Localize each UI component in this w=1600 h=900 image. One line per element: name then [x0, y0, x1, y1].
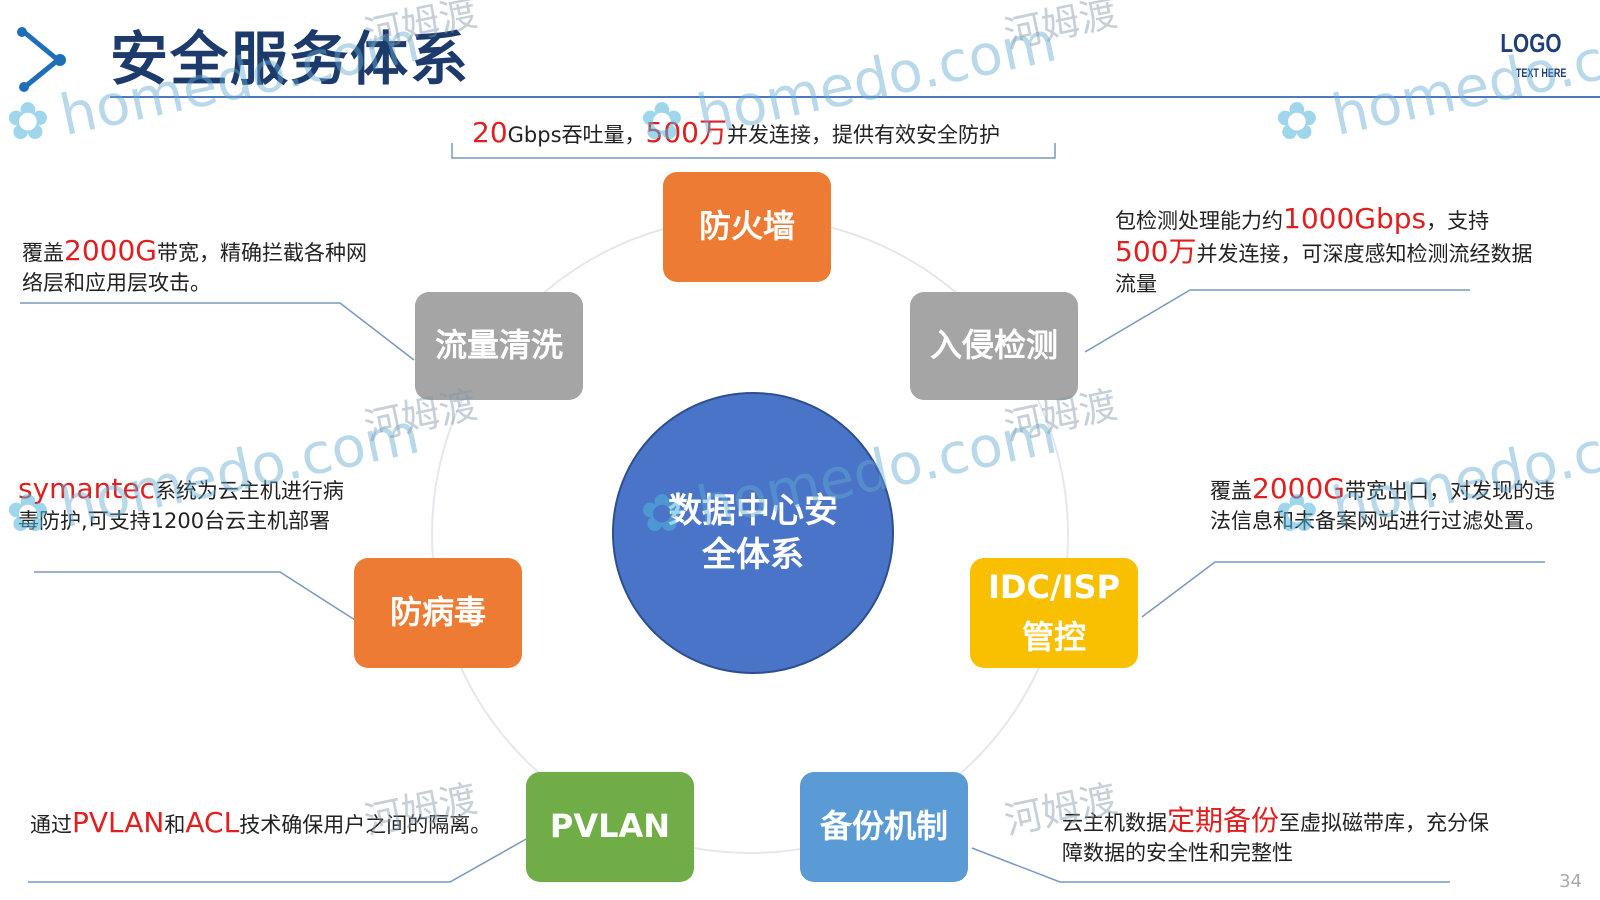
- desc-firewall-t2: 并发连接，提供有效安全防护: [726, 123, 1000, 147]
- pvlan-connector: [28, 837, 529, 883]
- node-backup-label: 备份机制: [819, 807, 948, 846]
- node-idc: IDC/ISP 管控: [970, 558, 1138, 668]
- watermark-flower-icon: ✿: [640, 92, 684, 152]
- desc-traffic-t1: 覆盖: [22, 241, 64, 265]
- desc-ids: 包检测处理能力约1000Gbps，支持 500万并发连接，可深度感知检测流经数据流…: [1115, 202, 1535, 299]
- node-antivirus: 防病毒: [354, 558, 522, 668]
- node-antivirus-label: 防病毒: [389, 593, 486, 632]
- desc-traffic: 覆盖2000G带宽，精确拦截各种网络层和应用层攻击。: [22, 234, 377, 299]
- desc-ids-hl1: 1000Gbps: [1283, 202, 1427, 235]
- node-idc-label-line2: 管控: [1021, 618, 1086, 656]
- desc-ids-hl2: 500万: [1115, 234, 1197, 268]
- desc-pvlan-hl1: PVLAN: [72, 806, 165, 839]
- desc-firewall-hl1: 20: [472, 116, 508, 149]
- node-traffic: 流量清洗: [415, 292, 583, 400]
- desc-pvlan: 通过PVLAN和ACL技术确保用户之间的隔离。: [30, 806, 500, 841]
- node-backup: 备份机制: [800, 772, 968, 882]
- page-number: 34: [1559, 871, 1582, 892]
- node-firewall: 防火墙: [663, 172, 831, 282]
- desc-backup-hl1: 定期备份: [1167, 804, 1280, 837]
- desc-backup-t1: 云主机数据: [1062, 811, 1167, 835]
- desc-firewall: 20Gbps吞吐量，500万并发连接，提供有效安全防护: [472, 116, 1000, 151]
- logo-subtext: TEXT HERE: [1515, 66, 1566, 80]
- node-pvlan-label: PVLAN: [549, 807, 671, 846]
- node-traffic-label: 流量清洗: [434, 326, 563, 365]
- desc-ids-t1: 包检测处理能力约: [1115, 209, 1283, 233]
- hub-label-line2: 全体系: [702, 535, 804, 575]
- desc-idc-hl1: 2000G: [1252, 472, 1345, 505]
- desc-antivirus: symantec系统为云主机进行病毒防护,可支持1200台云主机部署: [18, 472, 363, 537]
- desc-backup-t2: 至虚拟磁带库，充分保障数据的安全性和完整性: [1062, 811, 1490, 865]
- node-ids-label: 入侵检测: [929, 326, 1058, 365]
- desc-ids-t2: ，支持: [1426, 209, 1490, 233]
- desc-idc: 覆盖2000G带宽出口，对发现的违法信息和未备案网站进行过滤处置。: [1210, 472, 1570, 537]
- desc-antivirus-t1: 系统为云主机进行病毒防护,可支持1200台云主机部署: [18, 479, 344, 533]
- desc-backup: 云主机数据定期备份至虚拟磁带库，充分保障数据的安全性和完整性: [1062, 804, 1492, 869]
- desc-pvlan-t1: 通过: [30, 813, 72, 837]
- antivirus-connector: [34, 571, 356, 621]
- watermark-flower-icon: ✿: [6, 92, 50, 152]
- watermark-flower-icon: ✿: [1275, 92, 1319, 152]
- desc-pvlan-hl2: ACL: [185, 806, 240, 839]
- traffic-connector: [20, 302, 415, 361]
- page-title: 安全服务体系: [110, 25, 471, 93]
- desc-pvlan-t2: 和: [164, 813, 186, 837]
- desc-idc-t1: 覆盖: [1210, 479, 1252, 503]
- idc-connector: [1141, 561, 1545, 618]
- desc-traffic-t2: 带宽，精确拦截各种网络层和应用层攻击。: [22, 241, 367, 295]
- desc-firewall-hl2: 500万: [645, 116, 727, 149]
- title-divider: [110, 96, 1600, 98]
- hub-label-line1: 数据中心安: [668, 490, 838, 531]
- node-idc-label-line1: IDC/ISP: [987, 568, 1121, 607]
- firewall-bracket: [451, 143, 1056, 159]
- watermark-flower-icon: ✿: [640, 484, 684, 544]
- network-icon: [17, 27, 66, 92]
- watermark-flower-icon: ✿: [1275, 484, 1319, 544]
- desc-firewall-t1: Gbps吞吐量，: [507, 123, 646, 147]
- desc-antivirus-hl1: symantec: [18, 472, 155, 505]
- desc-ids-t3: 并发连接，可深度感知检测流经数据流量: [1115, 241, 1533, 296]
- node-ids: 入侵检测: [910, 292, 1078, 400]
- desc-idc-t2: 带宽出口，对发现的违法信息和未备案网站进行过滤处置。: [1210, 479, 1555, 533]
- backup-connector: [971, 847, 1450, 883]
- node-pvlan: PVLAN: [526, 772, 694, 882]
- logo-text: LOGO: [1500, 28, 1562, 58]
- watermark-flower-icon: ✿: [6, 484, 50, 544]
- desc-traffic-hl1: 2000G: [64, 234, 157, 267]
- ids-connector: [1084, 289, 1470, 353]
- desc-pvlan-t3: 技术确保用户之间的隔离。: [239, 813, 492, 837]
- hub-circle: 数据中心安 全体系: [612, 392, 894, 674]
- node-firewall-label: 防火墙: [698, 207, 795, 246]
